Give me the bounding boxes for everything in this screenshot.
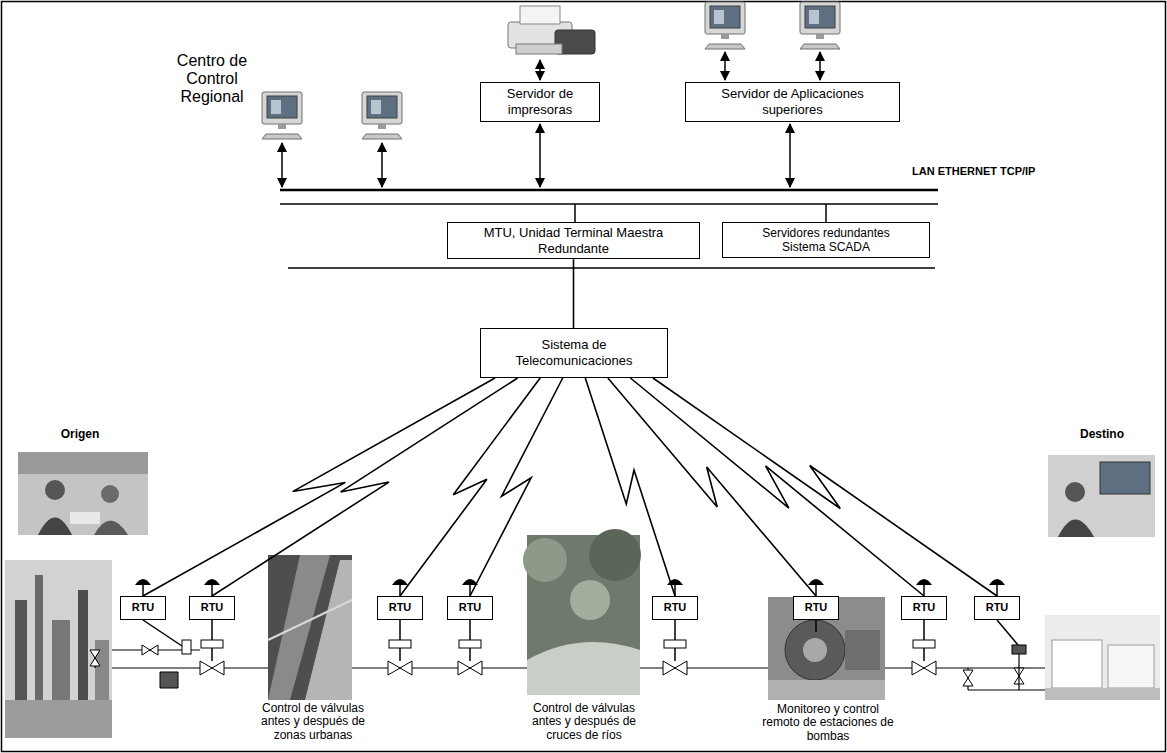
rtu-wire [997, 620, 1018, 645]
double-arrow [381, 143, 383, 187]
river-photo [523, 529, 641, 695]
valve-assembly [200, 620, 224, 675]
rtu-box: RTU [189, 596, 235, 620]
field-bus [288, 267, 935, 269]
box-text: Sistema de Telecomunicaciones [491, 337, 657, 368]
rtu-box: RTU [901, 596, 947, 620]
label-text: Origen [40, 428, 120, 441]
rtu-box: RTU [447, 596, 493, 620]
rtu-box: RTU [974, 596, 1020, 620]
printer-icon [508, 6, 595, 54]
antenna [462, 579, 478, 596]
master-unit-box: MTU, Unidad Terminal Maestra Redundante [447, 222, 700, 259]
antenna [808, 579, 824, 596]
radio-link [143, 378, 495, 596]
bus-drop [574, 204, 576, 222]
double-arrow [539, 124, 541, 187]
telecom-box: Sistema de Telecomunicaciones [480, 328, 668, 378]
operators-photo [18, 452, 148, 535]
radio-link [470, 378, 563, 596]
rtu-box: RTU [120, 596, 166, 620]
operators-photo [1048, 455, 1155, 537]
radio-link [630, 378, 924, 596]
radio-link [400, 378, 540, 596]
radio-link [608, 378, 816, 596]
rtu-wire [143, 620, 185, 648]
double-arrow [281, 143, 283, 187]
section-caption: Monitoreo y control remoto de estaciones… [760, 703, 896, 743]
double-arrow [789, 124, 791, 187]
valve-assembly [663, 620, 687, 675]
box-text: RTU [805, 601, 828, 614]
antenna [204, 579, 220, 596]
bus-drop [825, 204, 827, 222]
box-text: RTU [459, 601, 482, 614]
lan-bus [280, 189, 938, 192]
label-text: Destino [1062, 428, 1142, 441]
manual-valve [142, 645, 158, 655]
control-center-label: Centro de Control Regional [162, 52, 262, 106]
radio-link [585, 378, 675, 596]
radio-link [653, 378, 997, 596]
refinery-photo [5, 560, 112, 738]
box-text: Servidores redundantes Sistema SCADA [747, 226, 905, 255]
valve-assembly [912, 620, 936, 675]
box-text: RTU [201, 601, 224, 614]
server-box: Servidores redundantes Sistema SCADA [722, 222, 930, 258]
computer-icon [262, 92, 302, 139]
box-text: RTU [132, 601, 155, 614]
box-text: RTU [389, 601, 412, 614]
building-photo [268, 555, 352, 700]
box-text: RTU [664, 601, 687, 614]
antenna [989, 579, 1005, 596]
double-arrow [539, 60, 541, 80]
section-caption: Control de válvulas antes y después de z… [247, 702, 379, 742]
label-text: Monitoreo y control remoto de estaciones… [760, 703, 896, 743]
antenna [916, 579, 932, 596]
pipeline [95, 650, 1045, 690]
rtu-box: RTU [793, 596, 839, 620]
pipe-branch [1018, 654, 1019, 690]
computer-icon [800, 2, 840, 49]
tanks-photo [1045, 615, 1160, 700]
double-arrow [819, 52, 821, 80]
section-caption: Control de válvulas antes y después de c… [518, 702, 650, 742]
server-box: Servidor de impresoras [480, 82, 600, 122]
motor-symbol [160, 672, 178, 688]
rtu-box: RTU [652, 596, 698, 620]
label-text: Control de válvulas antes y después de z… [247, 702, 379, 742]
rtu-wire [815, 620, 817, 632]
rtu-box: RTU [377, 596, 423, 620]
label-text: Control de válvulas antes y después de c… [518, 702, 650, 742]
computer-icon [362, 92, 402, 139]
lan-bus [280, 203, 938, 205]
box-text: Servidor de impresoras [487, 86, 593, 117]
endpoint-label: Origen [40, 428, 120, 441]
double-arrow [724, 52, 726, 80]
manual-valve [963, 670, 973, 686]
label-text: LAN ETHERNET TCP/IP [912, 165, 1132, 177]
endpoint-label: Destino [1062, 428, 1142, 441]
motor-symbol [1012, 645, 1026, 654]
connector-line [573, 259, 575, 328]
network-label: LAN ETHERNET TCP/IP [912, 165, 1132, 177]
pump-station-photo [768, 597, 885, 700]
box-text: RTU [913, 601, 936, 614]
server-box: Servidor de Aplicaciones superiores [685, 82, 900, 122]
box-text: Servidor de Aplicaciones superiores [702, 86, 883, 117]
box-text: RTU [986, 601, 1009, 614]
box-text: MTU, Unidad Terminal Maestra Redundante [468, 225, 679, 256]
manual-valve [90, 650, 100, 666]
valve-assembly [388, 620, 412, 675]
sensor-symbol [182, 640, 191, 654]
computer-icon [705, 2, 745, 49]
label-text: Centro de Control Regional [162, 52, 262, 106]
valve-assembly [458, 620, 482, 675]
